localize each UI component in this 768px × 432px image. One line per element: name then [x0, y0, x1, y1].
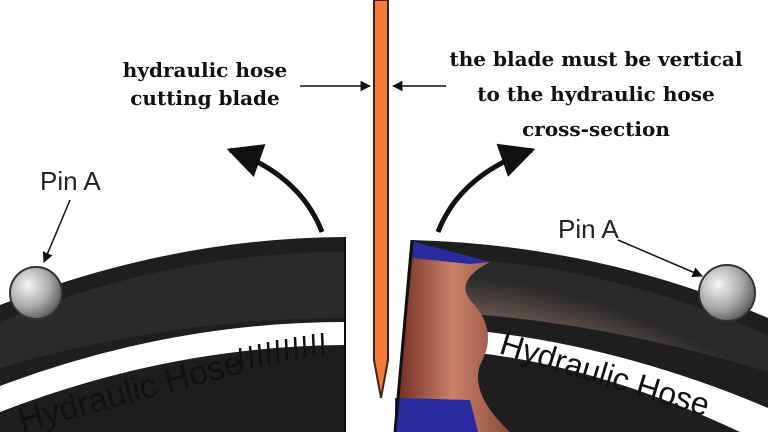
- pin-left-pointer: [42, 199, 71, 263]
- pin-right-pointer: [617, 239, 703, 278]
- pin-left-label: Pin A: [40, 166, 101, 196]
- cutting-blade: [373, 0, 389, 399]
- cut-cross-section: [393, 239, 510, 432]
- left-barcode: [238, 332, 325, 371]
- note-line-1: the blade must be vertical: [450, 47, 743, 71]
- pin-right-label: Pin A: [558, 214, 619, 244]
- pin-left: [9, 266, 63, 320]
- right-hose-segment: Hydraulic Hose: [393, 239, 768, 432]
- blade-label-line-2: cutting blade: [130, 86, 280, 110]
- pin-right: [698, 264, 756, 322]
- right-bend-arrow: [435, 143, 536, 233]
- note-line-2: to the hydraulic hose: [477, 82, 714, 106]
- left-bend-arrow: [226, 144, 325, 233]
- blade-label-line-1: hydraulic hose: [123, 58, 287, 82]
- left-hose-segment: Hydraulic Hose: [0, 237, 346, 432]
- hose-right-liner: [470, 330, 768, 432]
- note-line-3: cross-section: [522, 117, 670, 141]
